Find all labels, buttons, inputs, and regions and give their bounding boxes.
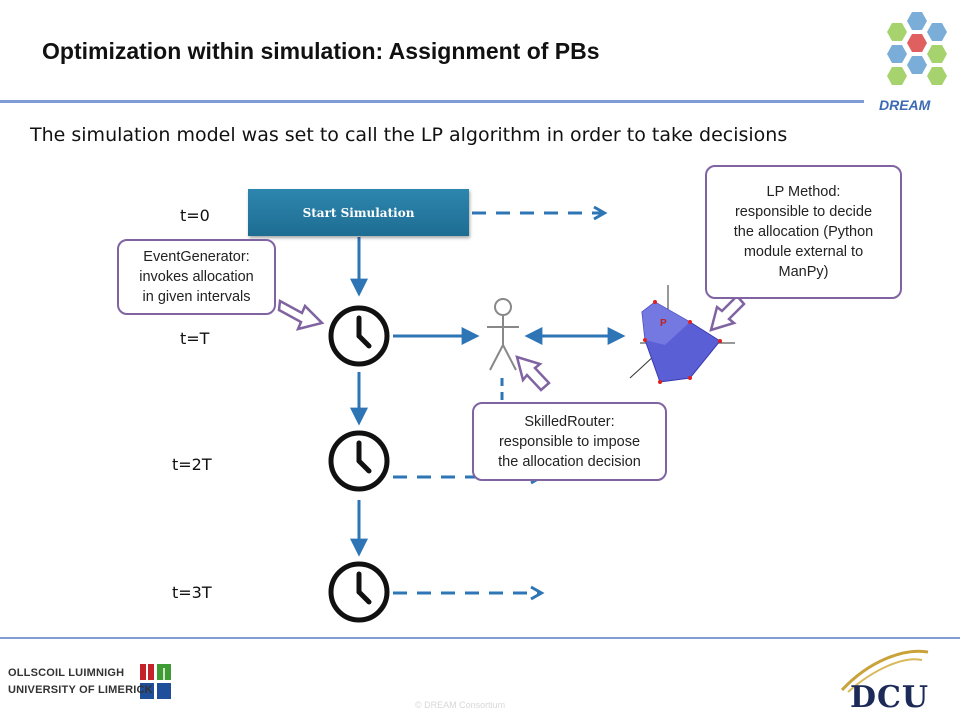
callout-line: in given intervals <box>142 289 251 305</box>
person-icon <box>487 298 519 371</box>
limerick-logo <box>140 664 171 699</box>
callout-line: ManPy) <box>778 264 829 280</box>
header-divider <box>0 100 864 103</box>
copyright-text: © DREAM Consortium <box>415 700 506 710</box>
callout-line: EventGenerator: <box>143 249 250 265</box>
callout-line: LP Method: <box>766 184 841 200</box>
clock-icon <box>328 561 390 623</box>
clock-icon <box>328 305 390 367</box>
callout-arrow-event-generator <box>277 299 325 331</box>
time-label-t0: t=0 <box>180 206 210 225</box>
start-simulation-button[interactable]: Start Simulation <box>248 189 469 236</box>
callout-line: invokes allocation <box>139 269 254 285</box>
callout-line: the allocation (Python <box>733 224 874 240</box>
limerick-line1: OLLSCOIL LUIMNIGH <box>8 667 125 679</box>
callout-line: the allocation decision <box>498 453 641 470</box>
dream-logo-text: DREAM <box>879 97 931 113</box>
callout-skilled-router: SkilledRouter: responsible to impose the… <box>472 402 667 481</box>
footer-divider <box>0 637 960 639</box>
time-label-t3T: t=3T <box>172 583 212 602</box>
limerick-logo-text: OLLSCOIL LUIMNIGH UNIVERSITY OF LIMERICK <box>8 665 153 699</box>
page-title: Optimization within simulation: Assignme… <box>42 38 600 64</box>
limerick-line2: UNIVERSITY OF LIMERICK <box>8 684 153 696</box>
slide-subtitle: The simulation model was set to call the… <box>30 124 788 146</box>
callout-line: responsible to decide <box>734 204 873 220</box>
time-label-t2T: t=2T <box>172 455 212 474</box>
polytope-icon <box>629 285 735 384</box>
polytope-label: P <box>660 318 667 329</box>
callout-lp-method: LP Method: responsible to decide the all… <box>705 165 902 299</box>
dcu-logo <box>840 649 929 693</box>
clock-icon <box>328 430 390 492</box>
callout-line: SkilledRouter: <box>524 413 615 430</box>
callout-arrow-skilled-router <box>515 355 551 392</box>
callout-line: module external to <box>743 244 864 260</box>
callout-arrow-lp-method <box>709 294 746 332</box>
callout-event-generator: EventGenerator: invokes allocation in gi… <box>117 239 276 315</box>
callout-line: responsible to impose <box>498 433 641 450</box>
dcu-logo-text: DCU <box>850 680 930 715</box>
time-label-tT: t=T <box>180 329 210 348</box>
